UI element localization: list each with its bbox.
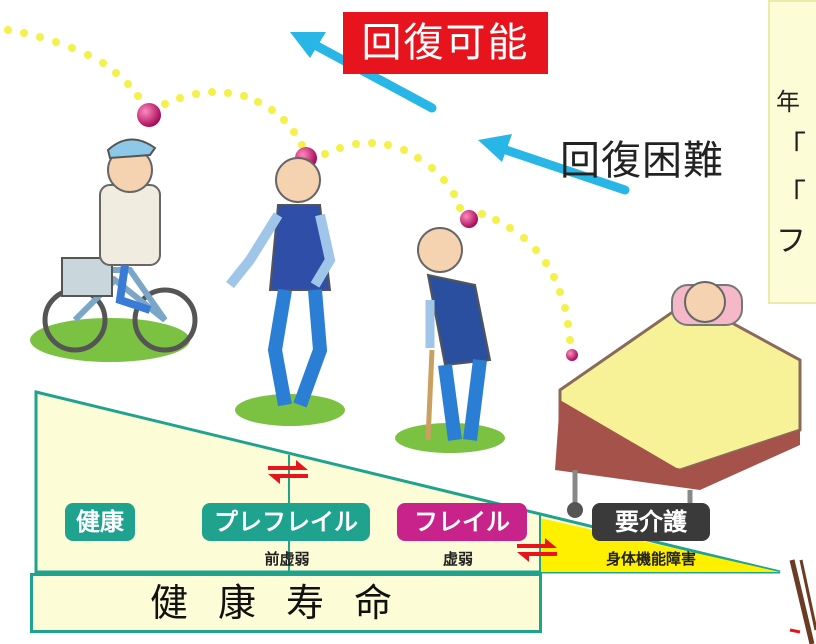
note-line-4: フ	[776, 224, 806, 259]
ball-4	[566, 349, 578, 361]
explanation-note: 年 「 「 フ	[768, 0, 816, 304]
stage-prefrail-badge: プレフレイル	[202, 503, 370, 541]
note-line-1: 年	[776, 88, 800, 116]
grass-patch-2	[235, 394, 345, 426]
bedridden-person-icon	[555, 281, 802, 533]
stage-care-sub: 身体機能障害	[605, 550, 696, 568]
stage-care-badge: 要介護	[592, 503, 710, 541]
pen-decoration-icon	[789, 559, 816, 644]
trajectory-dots	[4, 26, 574, 344]
stage-prefrail-sub: 前虚弱	[264, 550, 310, 568]
ball-1	[137, 103, 161, 127]
note-line-3: 「	[776, 178, 806, 213]
stage-healthy-badge: 健康	[65, 503, 135, 541]
arrow-difficult-icon	[478, 134, 630, 195]
cyclist-person-icon	[42, 138, 198, 353]
double-arrow-icon-1	[268, 460, 308, 484]
stage-frail-sub: 虚弱	[442, 550, 473, 568]
note-line-2: 「	[776, 130, 806, 165]
difficult-label: 回復困難	[560, 138, 724, 184]
standing-elderly-icon	[226, 157, 336, 408]
double-arrow-icon-2	[517, 538, 557, 562]
recoverable-label: 回復可能	[343, 12, 548, 74]
arrow-recoverable-icon	[290, 32, 437, 113]
healthy-life-expectancy-box: 健康寿命	[30, 573, 542, 633]
stage-frail-badge: フレイル	[397, 503, 527, 541]
ball-3	[460, 210, 478, 228]
cane-elderly-icon	[417, 227, 492, 441]
